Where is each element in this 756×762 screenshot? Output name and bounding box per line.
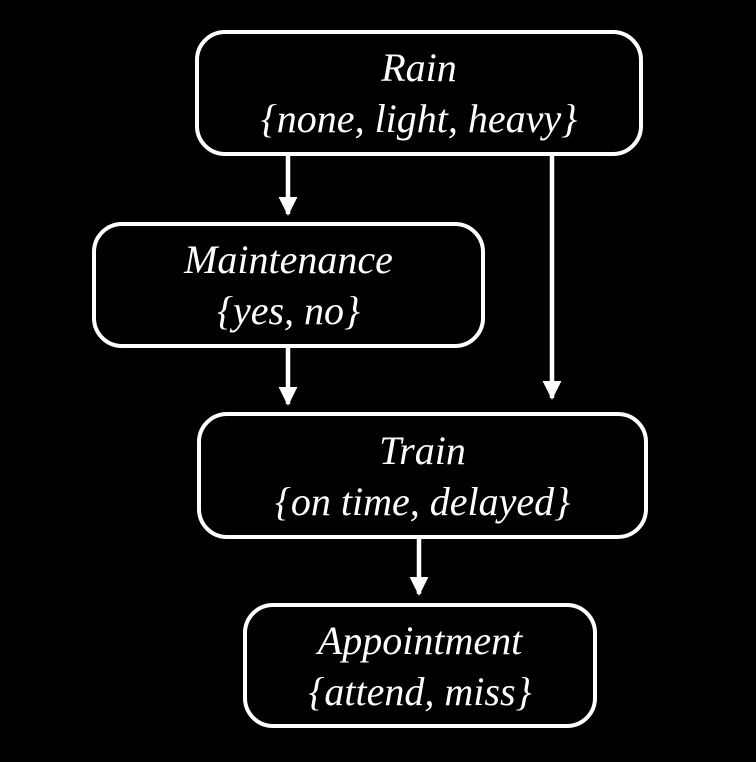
node-values: {none, light, heavy} [260,96,578,141]
node-rain: Rain {none, light, heavy} [195,30,643,156]
node-title: Rain [381,45,457,90]
node-values: {yes, no} [216,288,361,333]
node-title: Appointment [317,617,523,663]
node-appointment: Appointment {attend, miss} [243,603,597,728]
node-train: Train {on time, delayed} [197,412,648,539]
node-title: Train [379,427,466,473]
node-values: {attend, miss} [308,668,532,714]
node-values: {on time, delayed} [274,478,571,524]
node-maintenance: Maintenance {yes, no} [92,222,485,348]
node-title: Maintenance [184,237,393,282]
